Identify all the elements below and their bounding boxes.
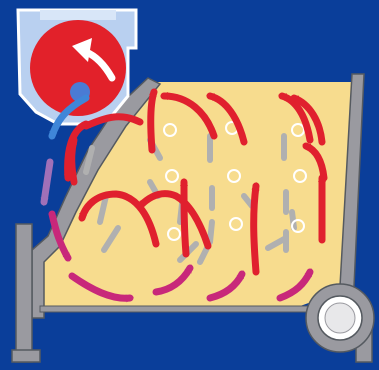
airflow-ring xyxy=(227,169,241,183)
baffle-bar xyxy=(83,145,95,175)
left-chamber-wall xyxy=(31,77,162,319)
airflow-ring xyxy=(291,219,305,233)
mid-loop-arrow-2 xyxy=(136,190,212,250)
top-arc-arrow-4 xyxy=(278,92,314,144)
airflow-ring xyxy=(163,123,177,137)
downflow-arrow xyxy=(63,120,90,182)
baffle-bar xyxy=(289,209,297,231)
airflow-ring xyxy=(291,123,305,137)
mid-right-arrow xyxy=(302,142,328,182)
inlet-arrow-purple xyxy=(40,158,54,206)
top-arc-arrow-1 xyxy=(147,88,158,154)
rotation-arrow-icon xyxy=(72,38,116,82)
baffle-bar xyxy=(241,193,255,209)
top-arc-arrow-3 xyxy=(206,92,248,146)
bottom-sweep-arrow-2 xyxy=(152,264,194,296)
airflow-ring xyxy=(167,227,181,241)
roller-wheel-icon xyxy=(305,283,375,353)
bottom-sweep-arrow-4 xyxy=(276,268,314,302)
bottom-sweep-arrow-3 xyxy=(206,270,246,302)
fan-housing-top xyxy=(40,10,116,20)
mid-loop-arrow-1 xyxy=(78,190,160,248)
flange-foot xyxy=(11,349,41,363)
airflow-ring xyxy=(165,169,179,183)
top-arc-arrow-5 xyxy=(290,94,326,146)
left-mounting-flange xyxy=(15,223,33,363)
fan-disc xyxy=(30,20,126,116)
baffle-bar xyxy=(97,193,109,225)
top-arc-arrow-2 xyxy=(160,92,218,140)
airflow-ring xyxy=(229,217,243,231)
mid-up-arrow-1 xyxy=(180,178,190,258)
baffle-bar xyxy=(207,219,215,245)
airflow-ring xyxy=(293,169,307,183)
mid-up-arrow-2 xyxy=(250,182,260,276)
bottom-chamber-wall xyxy=(39,305,313,313)
inlet-arrow-blue xyxy=(48,94,90,140)
inlet-arrow-magenta xyxy=(48,210,72,262)
bottom-sweep-arrow-1 xyxy=(68,272,134,303)
arrow-group xyxy=(40,88,328,303)
baffle-bar xyxy=(101,225,121,253)
recirculation-arrow xyxy=(82,113,144,130)
